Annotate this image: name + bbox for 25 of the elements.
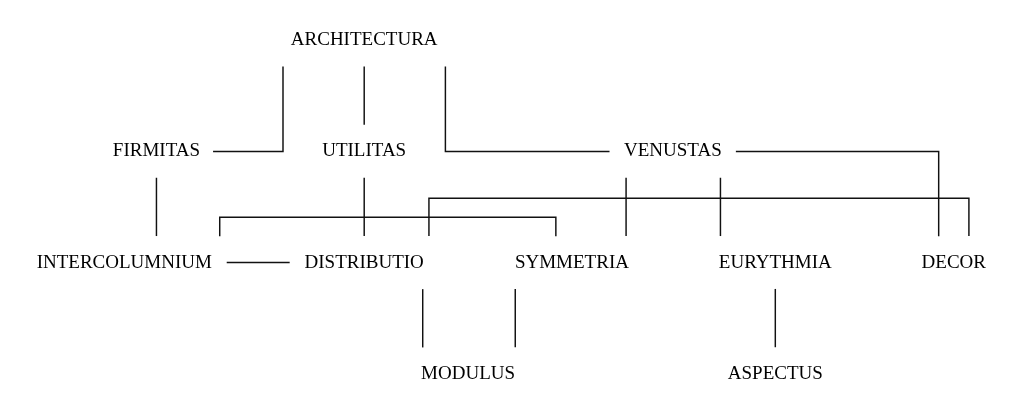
connector	[155, 177, 158, 237]
node-text: DECOR	[921, 250, 986, 272]
connector	[226, 261, 291, 264]
connector	[625, 177, 627, 237]
node-text: EURYTHMIA	[718, 250, 832, 272]
connector	[719, 177, 722, 237]
node-text: UTILITAS	[322, 139, 407, 161]
node-text: SYMMETRIA	[514, 250, 629, 272]
connector	[219, 216, 557, 237]
connector	[363, 177, 365, 237]
node-text: ASPECTUS	[727, 361, 823, 383]
connector	[212, 65, 284, 153]
node-text: DISTRIBUTIO	[304, 250, 424, 272]
connector	[444, 65, 611, 153]
node-text: ARCHITECTURA	[290, 28, 438, 50]
connector	[363, 65, 365, 126]
node-text: INTERCOLUMNIUM	[36, 250, 212, 272]
connector	[514, 288, 516, 348]
connector	[422, 288, 424, 349]
connector	[428, 197, 970, 237]
node-text: FIRMITAS	[112, 139, 201, 161]
node-text: MODULUS	[421, 361, 516, 383]
node-text: VENUSTAS	[624, 139, 722, 161]
connector	[774, 288, 777, 348]
connector	[735, 150, 940, 237]
